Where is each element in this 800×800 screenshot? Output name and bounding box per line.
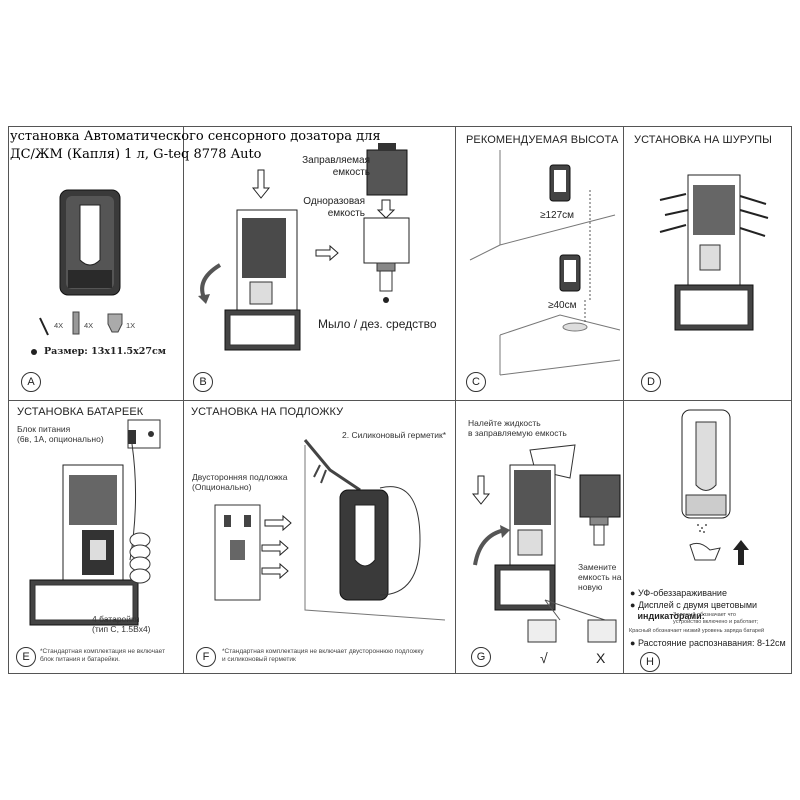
display-note-red: Красный обозначает низкий уровень заряда… <box>629 628 765 634</box>
height-127: ≥127см <box>540 210 575 221</box>
silicone-label: 2. Силиконовый герметик* <box>342 430 447 440</box>
replace-label: Замените емкость на новую <box>578 562 622 592</box>
bullet-display: ● Дисплей с двумя цветовыми индикаторами… <box>630 600 758 621</box>
height-40: ≥40см <box>548 300 577 311</box>
check-mark: √ <box>540 650 548 666</box>
panel-letter-g: G <box>471 647 491 667</box>
panel-letter-c: C <box>466 372 486 392</box>
panel-letter-a: A <box>21 372 41 392</box>
panel-e-note: *Стандартная комплектация не включает бл… <box>40 648 166 663</box>
panel-letter-e: E <box>16 647 36 667</box>
bullet-uv: ● УФ-обеззараживание <box>630 588 727 598</box>
panel-f-note: *Стандартная комплектация не включает дв… <box>222 648 424 663</box>
display-note: Зеленый обозначает что устройство включе… <box>673 612 759 625</box>
bullet-range: ● Расстояние распознавания: 8-12см <box>630 638 786 648</box>
qty-screw: 4X <box>54 321 64 330</box>
disposable-label: Одноразовая емкость <box>303 196 365 219</box>
panel-letter-f: F <box>196 647 216 667</box>
panel-letter-d: D <box>641 372 661 392</box>
divider <box>183 400 184 674</box>
page-title: установка Автоматического сенсорного доз… <box>10 129 381 162</box>
panel-letter-h: H <box>640 652 660 672</box>
cross-mark: X <box>596 650 606 666</box>
pour-label: Налейте жидкость в заправляемую емкость <box>468 418 567 438</box>
qty-plug: 4X <box>84 321 94 330</box>
backing-label: Двусторонняя подложка (Опционально) <box>192 472 288 492</box>
panel-e-title: УСТАНОВКА БАТАРЕЕК <box>17 406 144 418</box>
panel-f-title: УСТАНОВКА НА ПОДЛОЖКУ <box>191 406 344 418</box>
refill-label: Заправляемая емкость <box>302 155 370 178</box>
power-label: Блок питания (6в, 1А, опционально) <box>17 424 104 444</box>
panel-c-title: РЕКОМЕНДУЕМАЯ ВЫСОТА <box>466 134 619 146</box>
battery-label: 4 батарейки (тип C, 1.5Вх4) <box>92 614 151 634</box>
panel-d-title: УСТАНОВКА НА ШУРУПЫ <box>634 134 772 146</box>
soap-label: Мыло / дез. средство <box>318 317 437 331</box>
divider <box>183 126 184 400</box>
panel-letter-b: B <box>193 372 213 392</box>
size-label: Размер: 13х11.5х27см <box>44 346 167 357</box>
divider <box>8 400 792 401</box>
qty-key: 1X <box>126 321 136 330</box>
